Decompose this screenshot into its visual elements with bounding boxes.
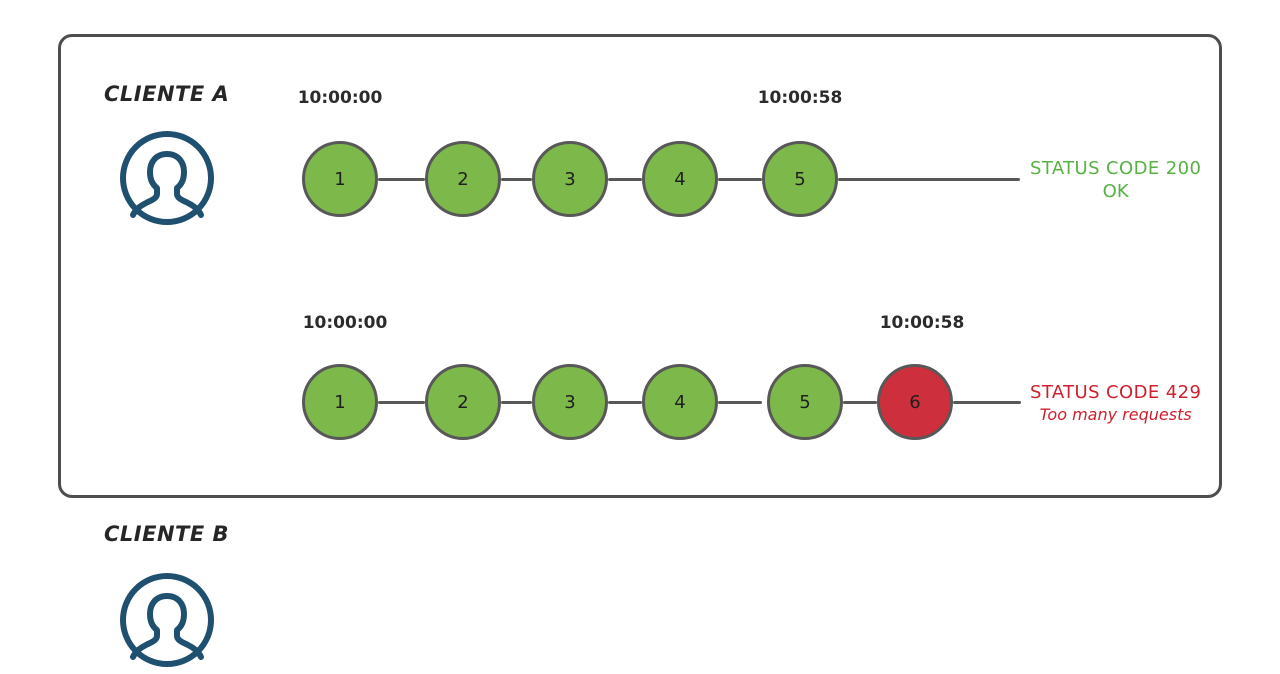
- link-a-4-5: [718, 178, 762, 181]
- link-a-5-status: [838, 178, 1020, 181]
- link-b-2-3: [501, 401, 532, 404]
- status-b-message: Too many requests: [1039, 404, 1192, 424]
- status-a-code: STATUS CODE 200: [1030, 158, 1202, 179]
- diagram-frame: [58, 34, 1222, 498]
- timestamp-b-end: 10:00:58: [879, 313, 965, 333]
- status-badge-a: STATUS CODE 200 OK: [1030, 158, 1201, 203]
- request-node-label: 3: [564, 168, 576, 190]
- request-node-label: 5: [799, 391, 811, 413]
- user-avatar-icon: [112, 570, 222, 670]
- diagram-canvas: CLIENTE A 10:00:00 10:00:58 1 2 3: [58, 34, 1222, 667]
- status-badge-b: STATUS CODE 429 Too many requests: [1030, 382, 1201, 425]
- request-node-a-4[interactable]: 4: [642, 141, 718, 217]
- request-node-label: 2: [457, 168, 469, 190]
- client-a-label: CLIENTE A: [104, 82, 230, 106]
- request-node-label: 2: [457, 391, 469, 413]
- link-a-1-2: [378, 178, 425, 181]
- request-node-a-1[interactable]: 1: [302, 141, 378, 217]
- request-node-label: 4: [674, 168, 686, 190]
- request-node-b-6[interactable]: 6: [877, 364, 953, 440]
- link-a-3-4: [608, 178, 642, 181]
- link-a-2-3: [501, 178, 532, 181]
- timestamp-a-start: 10:00:00: [297, 88, 383, 108]
- link-b-4-5: [718, 401, 762, 404]
- request-node-b-2[interactable]: 2: [425, 364, 501, 440]
- request-node-label: 1: [334, 391, 346, 413]
- request-node-b-1[interactable]: 1: [302, 364, 378, 440]
- request-node-a-2[interactable]: 2: [425, 141, 501, 217]
- link-b-1-2: [378, 401, 425, 404]
- link-b-6-status: [953, 401, 1021, 404]
- request-node-label: 6: [909, 391, 921, 413]
- request-node-b-3[interactable]: 3: [532, 364, 608, 440]
- request-node-b-5[interactable]: 5: [767, 364, 843, 440]
- request-node-label: 1: [334, 168, 346, 190]
- request-node-label: 3: [564, 391, 576, 413]
- user-avatar-icon: [112, 128, 222, 228]
- request-node-a-5[interactable]: 5: [762, 141, 838, 217]
- status-b-code: STATUS CODE 429: [1030, 382, 1202, 403]
- link-b-3-4: [608, 401, 642, 404]
- request-node-a-3[interactable]: 3: [532, 141, 608, 217]
- client-b-label: CLIENTE B: [104, 522, 230, 546]
- link-b-5-6: [843, 401, 877, 404]
- request-node-label: 5: [794, 168, 806, 190]
- timestamp-a-end: 10:00:58: [757, 88, 843, 108]
- request-node-label: 4: [674, 391, 686, 413]
- status-a-message: OK: [1102, 180, 1129, 202]
- timestamp-b-start: 10:00:00: [302, 313, 388, 333]
- request-node-b-4[interactable]: 4: [642, 364, 718, 440]
